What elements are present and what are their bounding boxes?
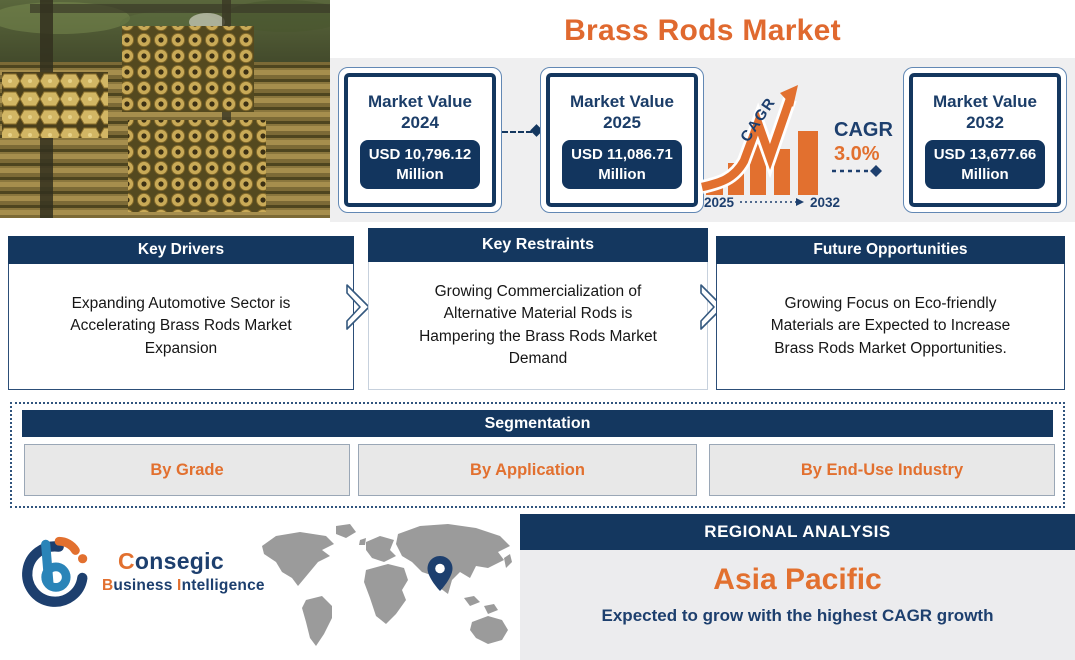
segment-by-end-use-industry: By End-Use Industry [709,444,1055,496]
market-value-unit: Million [598,165,646,183]
market-value-year: 2024 [401,113,439,132]
location-pin-icon [427,556,453,591]
market-value-card-2032-inner: Market Value 2032 USD 13,677.66 Million [909,73,1061,207]
market-value-card-2032: Market Value 2032 USD 13,677.66 Million [903,67,1067,213]
brass-rods-photo [0,0,345,218]
market-value-label: Market Value 2032 [933,91,1037,134]
market-value-card-2025: Market Value 2025 USD 11,086.71 Million [540,67,704,213]
market-value-card-2024-inner: Market Value 2024 USD 10,796.12 Million [344,73,496,207]
market-value-label: Market Value 2024 [368,91,472,134]
future-opportunities-header: Future Opportunities [716,236,1065,264]
logo-letters: onsegic [134,547,224,574]
regional-analysis-header: REGIONAL ANALYSIS [520,514,1075,550]
consegic-logo-mark-icon [22,536,88,607]
logo-letter: B [102,576,114,594]
key-drivers-panel: Key Drivers Expanding Automotive Sector … [8,236,354,390]
regional-analysis-region: Asia Pacific [713,563,882,596]
regional-analysis-section: REGIONAL ANALYSIS Asia Pacific Expected … [520,514,1075,660]
market-value-pill: USD 13,677.66 Million [924,140,1046,190]
logo-letter: C [118,547,135,574]
dashed-connector [832,165,882,177]
consegic-logo-text: Consegic Business Intelligence [102,548,265,595]
diamond-marker-icon [870,165,882,177]
logo-letters: ntelligence [181,576,265,594]
logo-letters: usiness [113,576,178,594]
regional-analysis-body: Asia Pacific Expected to grow with the h… [520,550,1075,660]
segmentation-section: Segmentation By Grade By Application By … [10,402,1065,508]
cagr-start-year: 2025 [704,195,735,210]
segment-by-application: By Application [358,444,697,496]
market-value-amount: USD 10,796.12 [368,146,472,164]
cagr-end-year: 2032 [810,195,840,210]
regional-analysis-subtitle: Expected to grow with the highest CAGR g… [601,606,994,625]
consegic-logo: Consegic Business Intelligence [18,530,265,612]
dotted-arrow-icon [740,198,804,206]
key-restraints-panel: Key Restraints Growing Commercialization… [368,228,708,390]
page-title: Brass Rods Market [564,14,841,47]
market-value-caption: Market Value [570,91,674,111]
world-map-art [262,524,512,646]
world-map [248,518,516,658]
market-value-caption: Market Value [368,91,472,111]
trend-up-arrow-icon [700,85,798,194]
market-overview-band: Market Value 2024 USD 10,796.12 Million … [330,58,1075,222]
logo-tagline: Business Intelligence [102,577,265,595]
market-value-pill: USD 10,796.12 Million [359,140,481,190]
key-restraints-text: Growing Commercialization of Alternative… [368,262,708,390]
cagr-growth-chart: CAGR CAGR 3.0% 2025 2032 [700,85,893,210]
brass-rods-photo-art [0,0,345,218]
key-drivers-header: Key Drivers [8,236,354,264]
future-opportunities-panel: Future Opportunities Growing Focus on Ec… [716,236,1065,390]
logo-company-name: Consegic [118,548,265,575]
key-restraints-header: Key Restraints [368,228,708,262]
market-value-year: 2025 [603,113,641,132]
market-value-card-2025-inner: Market Value 2025 USD 11,086.71 Million [546,73,698,207]
market-value-card-2024: Market Value 2024 USD 10,796.12 Million [338,67,502,213]
key-drivers-text: Expanding Automotive Sector is Accelerat… [8,264,354,390]
dashed-connector [502,124,543,137]
market-value-amount: USD 11,086.71 [571,146,673,164]
segmentation-header: Segmentation [22,410,1053,437]
market-value-unit: Million [396,165,444,183]
cagr-label: CAGR [834,119,893,141]
market-value-amount: USD 13,677.66 [933,146,1037,164]
market-value-label: Market Value 2025 [570,91,674,134]
market-value-unit: Million [961,165,1009,183]
segment-by-grade: By Grade [24,444,350,496]
market-value-caption: Market Value [933,91,1037,111]
logo-letter: I [177,576,182,594]
market-value-year: 2032 [966,113,1004,132]
cagr-value: 3.0% [834,143,880,165]
future-opportunities-text: Growing Focus on Eco-friendly Materials … [716,264,1065,390]
market-value-pill: USD 11,086.71 Million [562,140,682,190]
